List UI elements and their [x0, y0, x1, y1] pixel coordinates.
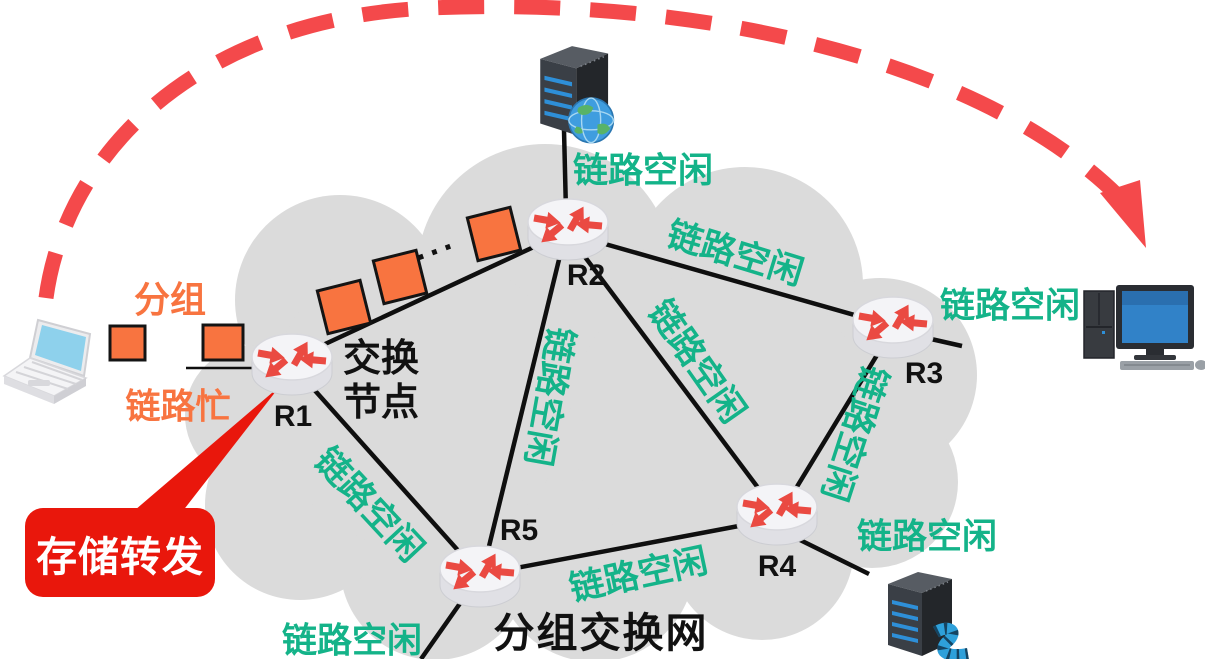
link-idle-label-r4-server: 链路空闲 — [856, 517, 998, 557]
router-label-r4: R4 — [757, 550, 797, 583]
link-r1-r5 — [291, 364, 482, 577]
packet-label: 分组 — [133, 279, 207, 320]
web-server-icon — [539, 45, 615, 144]
router-r3 — [853, 297, 933, 358]
link-r2-r5 — [479, 234, 568, 576]
store-forward-label: 存储转发 — [36, 533, 204, 580]
packets-on-link — [315, 205, 523, 336]
packet-square — [371, 248, 429, 306]
route-arc — [38, 0, 1146, 300]
arc-arrowhead-icon — [1100, 180, 1146, 248]
link-idle-label-bottom-left: 链路空闲 — [281, 621, 423, 659]
router-label-r3: R3 — [904, 357, 944, 390]
link-r3-r4 — [779, 330, 893, 515]
router-r2 — [528, 199, 608, 260]
route-arc-dashes — [38, 0, 1124, 300]
router-r5 — [440, 546, 520, 607]
media-server-icon — [887, 571, 969, 659]
network-title: 分组交换网 — [493, 610, 709, 656]
router-label-r5: R5 — [499, 514, 539, 547]
packet-square — [465, 205, 523, 263]
store-forward-callout: 存储转发 — [25, 508, 215, 597]
globe-icon — [568, 97, 615, 144]
link-r1-r2 — [294, 229, 567, 361]
router-label-r2: R2 — [566, 259, 606, 292]
link-busy-label: 链路忙 — [125, 387, 231, 427]
link-idle-label-top: 链路空闲 — [572, 151, 714, 191]
link-r2-r4 — [568, 235, 779, 515]
packet-square — [108, 324, 147, 362]
router-r4 — [737, 484, 817, 545]
router-r1 — [252, 334, 332, 395]
switch-node-line2: 节点 — [343, 382, 420, 424]
link-idle-label-r3-pc: 链路空闲 — [939, 286, 1081, 326]
switch-node-line1: 交换 — [343, 338, 420, 380]
incoming-packets — [108, 323, 245, 362]
film-strip-icon — [933, 622, 969, 659]
link-r4-media-server — [791, 533, 870, 577]
switch-node-label: 交换 节点 — [343, 337, 419, 425]
desktop-pc-icon — [1083, 285, 1205, 370]
callout-tail — [128, 386, 280, 516]
link-r4-r5 — [483, 516, 777, 577]
packet-square — [315, 278, 373, 336]
router-label-r1: R1 — [273, 400, 313, 433]
network-cloud — [185, 144, 977, 659]
laptop-icon — [2, 318, 92, 404]
packet-square — [201, 323, 245, 362]
link-r2-r3 — [569, 231, 894, 329]
